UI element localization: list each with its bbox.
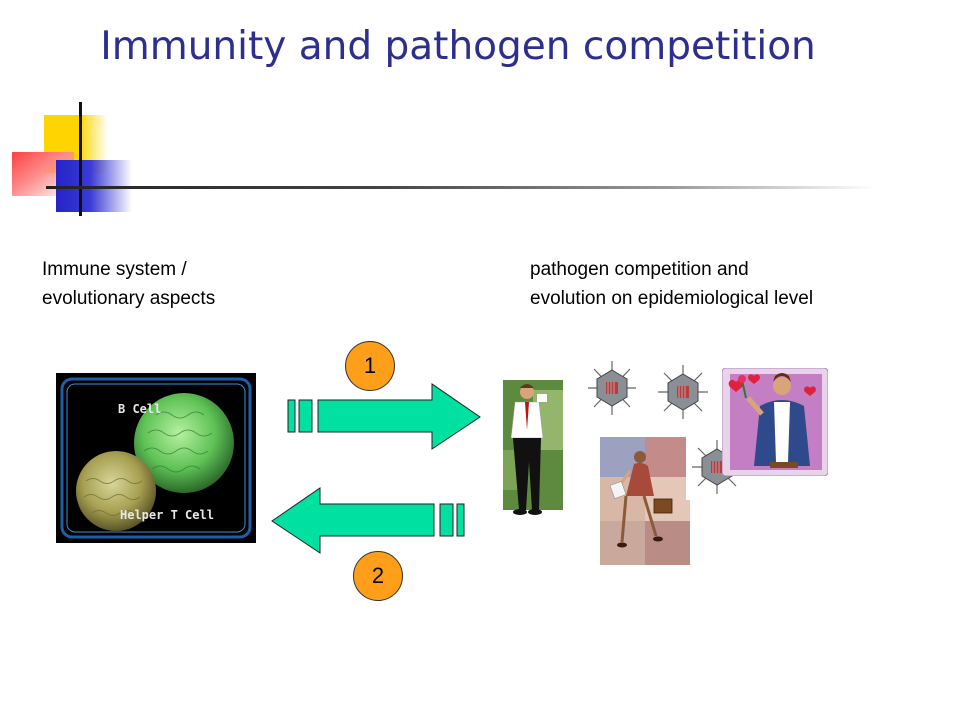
helper-t-cell-label: Helper T Cell	[120, 508, 214, 522]
right-arrow	[287, 383, 481, 450]
immune-system-label: Immune system / evolutionary aspects	[42, 255, 215, 313]
pathogen-label-line-1: pathogen competition and	[530, 259, 749, 280]
b-cell-label: B Cell	[118, 402, 161, 416]
step-1-badge: 1	[345, 341, 395, 391]
virus-diagram-1	[582, 355, 642, 420]
left-arrow	[271, 487, 465, 554]
step-2-badge: 2	[353, 551, 403, 601]
b-cell-shape	[134, 393, 234, 493]
slide-title: Immunity and pathogen competition	[100, 24, 816, 69]
woman-with-briefcase-clipart	[600, 437, 690, 565]
immune-system-label-line-1: Immune system /	[42, 259, 187, 280]
immune-system-label-line-2: evolutionary aspects	[42, 288, 216, 309]
b-cell-t-cell-micrograph: B Cell Helper T Cell	[56, 373, 256, 543]
pathogen-label-line-2: evolution on epidemiological level	[530, 288, 814, 309]
decoration-vertical-line	[79, 102, 82, 216]
man-with-flower-clipart	[722, 368, 828, 476]
pathogen-competition-label: pathogen competition and evolution on ep…	[530, 255, 813, 313]
man-with-tissue-clipart	[503, 380, 563, 515]
decoration-horizontal-line	[46, 186, 876, 189]
virus-diagram-2	[652, 359, 714, 424]
